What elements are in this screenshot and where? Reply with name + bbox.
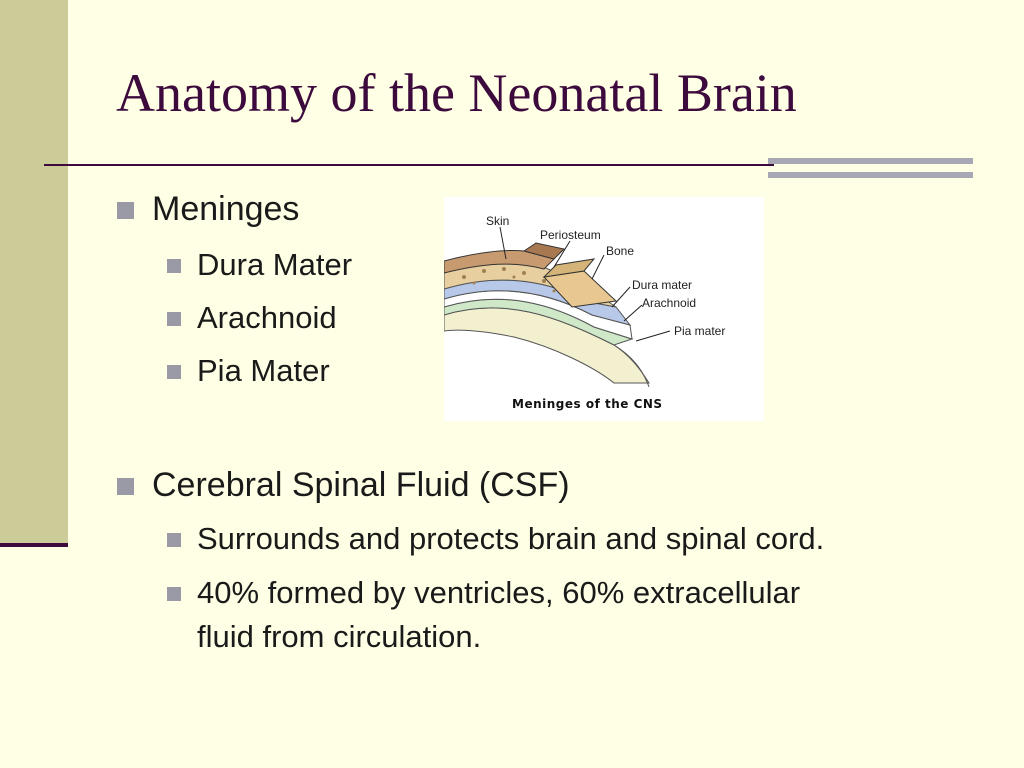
decor-bar-bottom — [768, 172, 973, 178]
bullet-csf: Cerebral Spinal Fluid (CSF) — [117, 466, 570, 505]
slide-title: Anatomy of the Neonatal Brain — [116, 63, 797, 123]
sub-bullet-dura-mater: Dura Mater — [167, 247, 353, 283]
bullet-text: Surrounds and protects brain and spinal … — [197, 521, 825, 556]
left-accent-bar — [0, 0, 68, 545]
bullet-text: Cerebral Spinal Fluid (CSF) — [152, 466, 570, 504]
square-bullet-icon — [167, 312, 181, 326]
decor-bar-top — [768, 158, 973, 164]
figure-caption: Meninges of the CNS — [512, 397, 663, 411]
bullet-meninges: Meninges — [117, 190, 300, 229]
sub-bullet-formed-by: 40% formed by ventricles, 60% extracellu… — [167, 575, 801, 611]
sub-bullet-pia-mater: Pia Mater — [167, 353, 330, 389]
meninges-illustration: Skin Periosteum Bone Dura mater Arachnoi… — [444, 214, 725, 411]
sub-bullet-formed-by-continued: fluid from circulation. — [197, 619, 482, 654]
label-dura-mater: Dura mater — [632, 278, 692, 292]
bullet-text: Meninges — [152, 190, 300, 228]
label-skin: Skin — [486, 214, 509, 228]
bullet-text: Dura Mater — [197, 247, 353, 282]
square-bullet-icon — [167, 365, 181, 379]
sub-bullet-arachnoid: Arachnoid — [167, 300, 337, 336]
bullet-text: Pia Mater — [197, 353, 330, 388]
square-bullet-icon — [167, 587, 181, 601]
square-bullet-icon — [167, 533, 181, 547]
sub-bullet-surrounds: Surrounds and protects brain and spinal … — [167, 521, 825, 557]
label-arachnoid: Arachnoid — [642, 296, 696, 310]
label-pia-mater: Pia mater — [674, 324, 725, 338]
square-bullet-icon — [117, 478, 134, 495]
square-bullet-icon — [117, 202, 134, 219]
label-bone: Bone — [606, 244, 634, 258]
label-periosteum: Periosteum — [540, 228, 601, 242]
left-accent-line — [0, 543, 68, 547]
bullet-text: 40% formed by ventricles, 60% extracellu… — [197, 575, 801, 610]
bullet-text: Arachnoid — [197, 300, 337, 335]
meninges-diagram: Skin Periosteum Bone Dura mater Arachnoi… — [444, 197, 764, 421]
title-underline — [44, 164, 774, 166]
square-bullet-icon — [167, 259, 181, 273]
